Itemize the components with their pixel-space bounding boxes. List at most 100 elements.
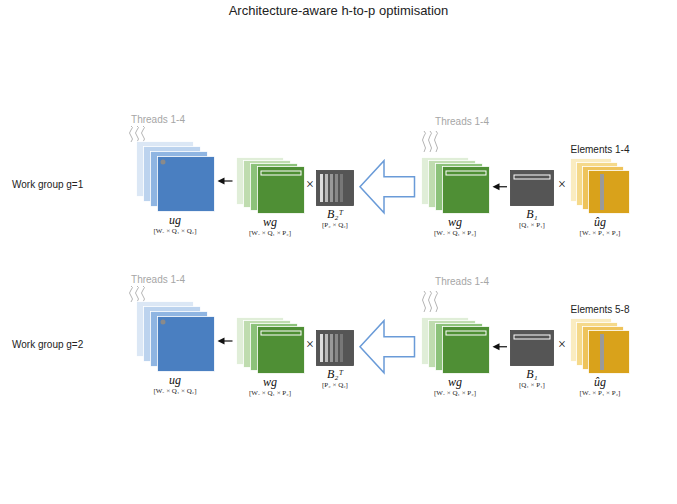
matrix-node: wg[Wᵥ × Q₁ × P₂] xyxy=(236,157,305,238)
matrix-name: B₁ xyxy=(526,368,538,381)
connector-arrow xyxy=(493,183,508,190)
connector-arrow xyxy=(360,321,415,373)
thread-line xyxy=(423,131,426,152)
arrow-head xyxy=(493,183,500,190)
connector-arrow xyxy=(218,338,233,345)
column-bar xyxy=(600,174,604,210)
matrix-layer xyxy=(589,171,630,214)
matrix-dims: [Q₁ × P₁] xyxy=(519,381,545,390)
times-sign: × xyxy=(558,177,566,193)
matrix-dims: [Wᵥ × P₁ × P₂] xyxy=(580,389,621,398)
matrix-dims: [Wᵥ × Q₁ × Q₂] xyxy=(153,227,196,236)
matrix-layer xyxy=(157,317,214,372)
matrix-shape xyxy=(510,330,554,366)
matrix-shape xyxy=(236,317,305,374)
matrix-shape xyxy=(136,141,215,212)
row-bar xyxy=(514,335,550,339)
matrix-dims: [Wᵥ × Q₁ × Q₂] xyxy=(153,387,196,396)
times-sign: × xyxy=(306,337,314,353)
matrix-name: B₂ᵀ xyxy=(327,208,343,221)
row-bar xyxy=(446,331,486,335)
thread-line xyxy=(130,126,133,142)
matrix-name: wg xyxy=(448,216,462,229)
row-bar xyxy=(261,331,301,335)
matrix-name: ûg xyxy=(594,376,606,389)
times-sign: × xyxy=(306,177,314,193)
matrix-layer xyxy=(257,167,304,214)
matrix-name: ug xyxy=(169,374,181,387)
matrix-layer xyxy=(589,331,630,374)
matrix-layer xyxy=(317,171,354,206)
column-stripe xyxy=(325,334,328,362)
matrix-node: B₂ᵀ[P₂ × Q₂] xyxy=(316,170,354,230)
matrix-name: ug xyxy=(169,214,181,227)
arrow-head xyxy=(218,338,225,345)
arrow-head xyxy=(218,178,225,185)
matrix-dims: [Wᵥ × Q₁ × P₂] xyxy=(249,389,291,398)
thread-label: Threads 1-4 xyxy=(131,114,185,125)
hollow-arrow xyxy=(360,321,415,373)
group-label: Work group g=1 xyxy=(12,179,83,190)
group-label: Work group g=2 xyxy=(12,339,83,350)
matrix-shape xyxy=(316,330,354,366)
column-stripe xyxy=(320,174,323,202)
arrow-line xyxy=(499,186,508,187)
matrix-dims: [Wᵥ × Q₁ × P₂] xyxy=(434,229,476,238)
connector-arrow xyxy=(493,343,508,350)
connector-arrow xyxy=(218,178,233,185)
row-bar xyxy=(514,175,550,179)
column-stripe xyxy=(325,174,328,202)
matrix-layer xyxy=(442,327,489,374)
matrix-node: wg[Wᵥ × Q₁ × P₂] xyxy=(421,157,490,238)
times-sign: × xyxy=(558,337,566,353)
matrix-dims: [Wᵥ × P₁ × P₂] xyxy=(580,229,621,238)
thread-line xyxy=(142,126,145,142)
matrix-dims: [Q₁ × P₁] xyxy=(519,221,545,230)
column-stripe xyxy=(320,334,323,362)
matrix-shape xyxy=(316,170,354,206)
thread-line xyxy=(435,131,438,152)
matrix-name: B₁ xyxy=(526,208,538,221)
matrix-node: wg[Wᵥ × Q₁ × P₂] xyxy=(236,317,305,398)
group-heading: Elements 5-8 xyxy=(571,304,630,315)
row-bar xyxy=(446,171,486,175)
row-bar xyxy=(261,171,301,175)
column-stripe xyxy=(335,334,338,362)
arrow-line xyxy=(224,340,233,341)
matrix-dims: [Wᵥ × Q₁ × P₂] xyxy=(249,229,291,238)
column-stripe xyxy=(335,174,338,202)
matrix-name: wg xyxy=(263,376,277,389)
column-stripe xyxy=(330,174,333,202)
column-stripe xyxy=(330,334,333,362)
thread-label: Threads 1-4 xyxy=(131,274,185,285)
matrix-node: wg[Wᵥ × Q₁ × P₂] xyxy=(421,317,490,398)
column-bar xyxy=(600,334,604,370)
matrix-shape xyxy=(421,157,490,214)
matrix-shape xyxy=(136,301,215,372)
matrix-layer xyxy=(511,171,554,206)
matrix-layer xyxy=(157,157,214,212)
thread-label: Threads 1-4 xyxy=(435,276,489,287)
matrix-node: B₁[Q₁ × P₁] xyxy=(510,170,554,230)
column-stripe xyxy=(340,174,343,202)
group-heading: Elements 1-4 xyxy=(571,144,630,155)
matrix-node: Elements 5-8 ûg[Wᵥ × P₁ × P₂] xyxy=(570,304,630,398)
matrix-node: ug[Wᵥ × Q₁ × Q₂] xyxy=(136,141,215,236)
matrix-node: ug[Wᵥ × Q₁ × Q₂] xyxy=(136,301,215,396)
diagram-title: Architecture-aware h-to-p optimisation xyxy=(0,3,677,18)
hollow-arrow xyxy=(360,161,415,213)
arrow-head xyxy=(493,343,500,350)
matrix-shape xyxy=(570,318,630,374)
thread-label: Threads 1-4 xyxy=(435,116,489,127)
column-stripe xyxy=(340,334,343,362)
matrix-shape xyxy=(570,158,630,214)
entry-dot xyxy=(160,320,165,325)
matrix-dims: [P₂ × Q₂] xyxy=(322,221,348,230)
matrix-name: ûg xyxy=(594,216,606,229)
matrix-node: B₂ᵀ[P₂ × Q₂] xyxy=(316,330,354,390)
matrix-name: wg xyxy=(448,376,462,389)
thread-line xyxy=(136,126,139,142)
